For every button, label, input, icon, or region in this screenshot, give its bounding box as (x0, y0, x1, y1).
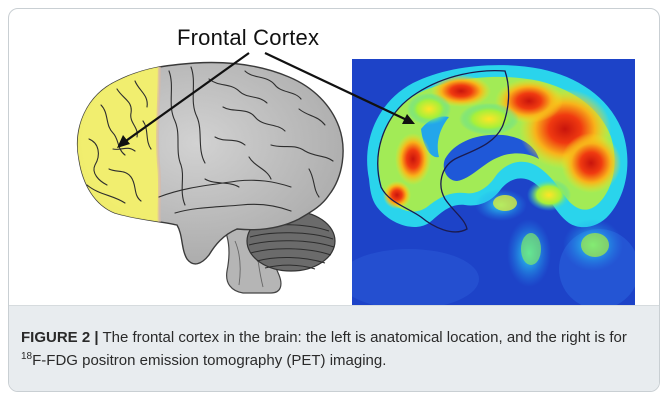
caption-text-part1: The frontal cortex in the brain: the lef… (99, 329, 627, 346)
caption-text-part2: F-FDG positron emission tomography (PET)… (32, 352, 386, 369)
pet-scan-image (339, 59, 639, 309)
caption-area: FIGURE 2 | The frontal cortex in the bra… (9, 305, 660, 392)
anatomical-brain-image (49, 49, 343, 293)
frontal-lobe-highlight (49, 49, 161, 239)
figure-illustration (9, 9, 660, 319)
frontal-cortex-label: Frontal Cortex (177, 25, 319, 51)
figure-container: Frontal Cortex FIGURE 2 | The frontal co… (8, 8, 660, 392)
figure-caption: FIGURE 2 | The frontal cortex in the bra… (21, 326, 651, 372)
figure-label: FIGURE 2 | (21, 329, 99, 346)
caption-superscript: 18 (21, 351, 32, 362)
